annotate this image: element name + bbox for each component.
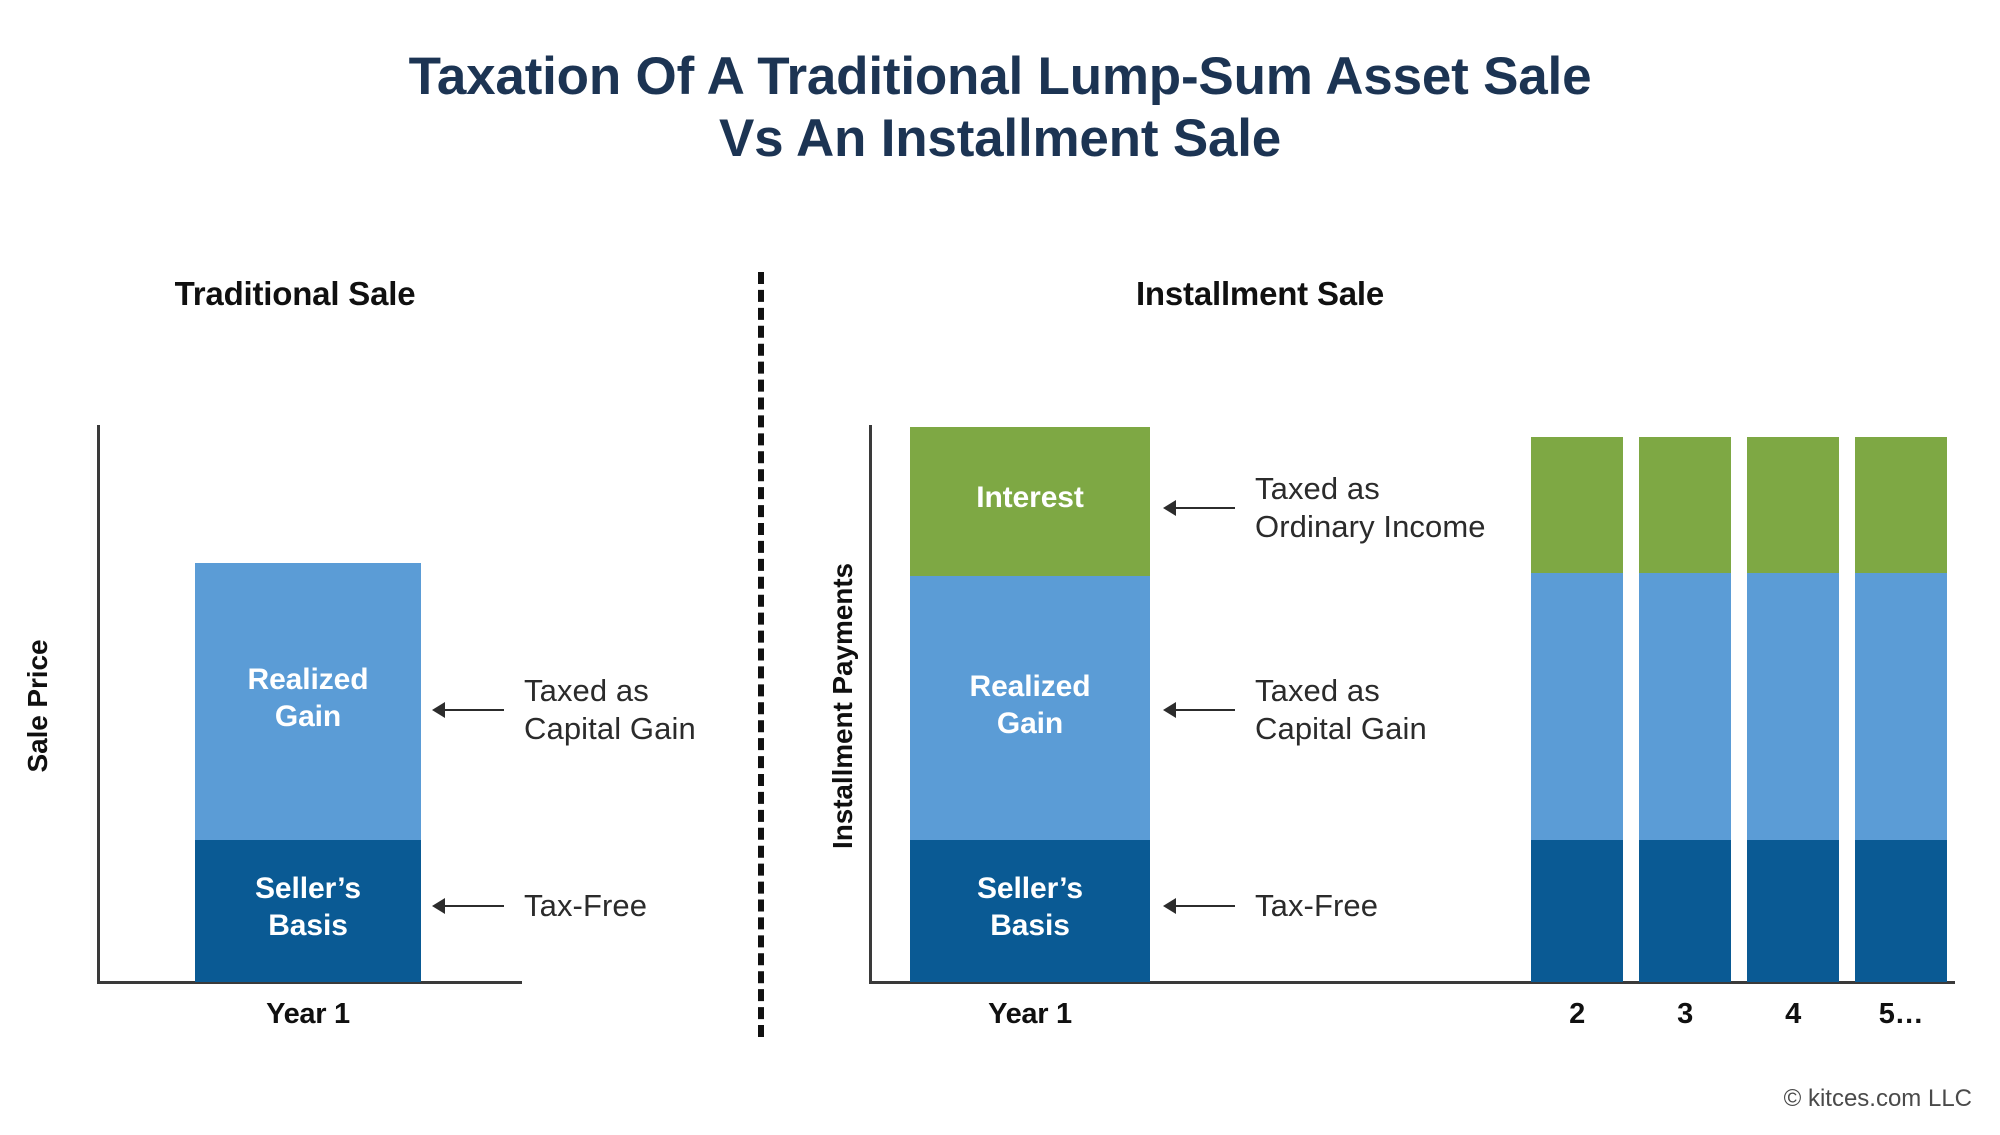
bar-segment-realized-gain [1531,573,1623,840]
right-chart-x-tick-5: 5… [1878,998,1924,1030]
right-chart-x-tick-2: 2 [1569,998,1585,1030]
callout-tax-free-traditional: Tax-Free [432,887,647,925]
panel-divider-dashed-line [758,272,764,1037]
bar-segment-sellers-basis-traditional: Seller’s Basis [195,840,421,982]
callout-text-ordinary-income: Taxed as Ordinary Income [1255,471,1486,544]
callout-ordinary-income-installment: Taxed as Ordinary Income [1163,470,1486,546]
bar-segment-sellers-basis [1639,840,1731,982]
bar-segment-label-sellers-basis: Seller’s Basis [977,872,1083,942]
page-title-line-1: Taxation Of A Traditional Lump-Sum Asset… [408,47,1592,106]
callout-text-tax-free: Tax-Free [1255,888,1379,923]
panel-heading-installment-sale: Installment Sale [1135,275,1385,312]
bar-segment-label-realized-gain: Realized Gain [969,670,1091,740]
left-arrow-icon [432,895,504,917]
left-chart-x-axis [97,981,522,984]
left-arrow-icon [1163,895,1235,917]
page-title: Taxation Of A Traditional Lump-Sum Asset… [0,46,2000,170]
bar-segment-label-realized-gain: Realized Gain [247,663,369,733]
left-chart-x-tick-year-1: Year 1 [266,998,350,1030]
bar-segment-interest [1855,437,1947,573]
right-chart-y-axis-title: Installment Payments [827,563,858,849]
left-arrow-icon [432,699,504,721]
left-arrow-icon [1163,699,1235,721]
callout-text-tax-free: Tax-Free [524,888,648,923]
bar-segment-sellers-basis [1855,840,1947,982]
left-chart-y-axis-title: Sale Price [22,639,53,773]
right-chart-x-tick-3: 3 [1677,998,1693,1030]
bar-segment-realized-gain [1855,573,1947,840]
bar-segment-label-interest: Interest [976,481,1084,514]
callout-text-capital-gain: Taxed as Capital Gain [1255,673,1427,746]
panel-heading-traditional-sale: Traditional Sale [174,275,416,312]
left-chart-y-axis [97,425,100,983]
right-chart-y-axis [869,425,872,983]
right-chart-x-tick-year-1: Year 1 [988,998,1072,1030]
right-chart-x-tick-4: 4 [1785,998,1801,1030]
bar-segment-interest [1531,437,1623,573]
bar-segment-label-sellers-basis: Seller’s Basis [255,872,361,942]
bar-segment-sellers-basis-installment-year-1: Seller’s Basis [910,840,1150,982]
left-arrow-icon [1163,497,1235,519]
right-chart-x-axis [869,981,1955,984]
bar-segment-realized-gain [1639,573,1731,840]
bar-segment-realized-gain-installment-year-1: Realized Gain [910,576,1150,840]
page-title-line-2: Vs An Installment Sale [718,109,1282,168]
callout-text-capital-gain: Taxed as Capital Gain [524,673,696,746]
bar-segment-sellers-basis [1747,840,1839,982]
copyright-notice: © kitces.com LLC [1783,1085,1972,1112]
bar-segment-realized-gain [1747,573,1839,840]
bar-segment-interest-installment-year-1: Interest [910,427,1150,576]
bar-segment-interest [1747,437,1839,573]
bar-segment-realized-gain-traditional: Realized Gain [195,563,421,840]
callout-capital-gain-traditional: Taxed as Capital Gain [432,672,696,748]
bar-segment-sellers-basis [1531,840,1623,982]
bar-segment-interest [1639,437,1731,573]
callout-capital-gain-installment: Taxed as Capital Gain [1163,672,1427,748]
callout-tax-free-installment: Tax-Free [1163,887,1378,925]
